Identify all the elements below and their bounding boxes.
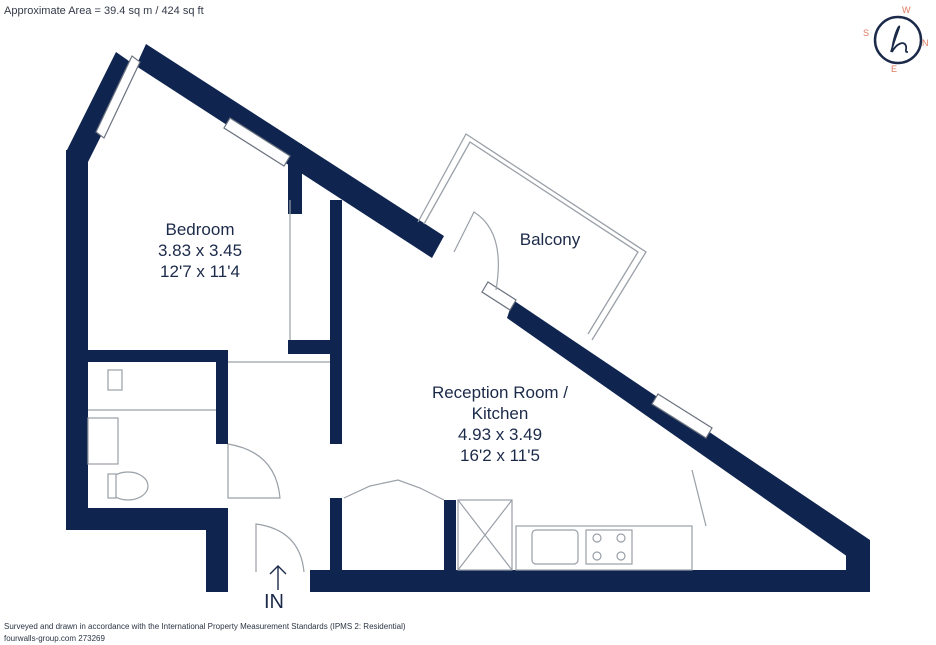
reception-imperial: 16'2 x 11'5 [460, 446, 540, 465]
balcony-door-swing [453, 211, 499, 291]
bedroom-label: Bedroom 3.83 x 3.45 12'7 x 11'4 [140, 219, 260, 282]
window-lower [651, 393, 713, 439]
basin [87, 417, 119, 465]
wall-bath-top [88, 350, 228, 362]
shower-head [107, 369, 123, 391]
company-reference: fourwalls-group.com 273269 [4, 634, 105, 643]
handwritten-h-logo-icon [890, 25, 909, 53]
compass-ring [873, 15, 923, 65]
window-left-corner [95, 55, 141, 139]
walls [66, 44, 870, 592]
bedroom-imperial: 12'7 x 11'4 [160, 262, 240, 281]
wall-left [66, 150, 88, 530]
wall-bottom-main [310, 570, 870, 592]
kitchen-units [457, 469, 707, 571]
doors [88, 200, 499, 573]
entrance-door-swing [255, 523, 305, 573]
wall-bottom-step [206, 508, 228, 592]
wall-kitchen-mid [444, 500, 456, 578]
wall-partition-b [288, 340, 334, 354]
bedroom-metric: 3.83 x 3.45 [157, 241, 243, 260]
compass [873, 15, 923, 65]
reception-metric: 4.93 x 3.49 [457, 425, 543, 444]
balcony-label: Balcony [500, 229, 600, 250]
wall-diagonal-lower [507, 300, 870, 564]
kitchen-folding-door [343, 479, 445, 501]
window-top [223, 117, 291, 167]
windows [95, 55, 713, 439]
window-balcony-door [481, 281, 517, 311]
compass-south: S [863, 28, 870, 38]
approximate-area: Approximate Area = 39.4 sq m / 424 sq ft [4, 5, 204, 17]
reception-name-line2: Kitchen [471, 404, 529, 423]
compass-east: E [891, 64, 898, 74]
compass-west: W [902, 5, 911, 15]
wall-right-stub [846, 540, 870, 592]
compass-north: N [922, 38, 929, 48]
entrance-label: IN [264, 591, 284, 613]
bathroom-fixtures [87, 369, 149, 501]
balcony-name: Balcony [519, 230, 581, 249]
wall-kitchen-left [330, 498, 342, 578]
wall-partition-a [330, 200, 342, 444]
wall-bedroom-right-stub [288, 144, 302, 214]
wall-bath-right [216, 350, 228, 444]
sink [531, 529, 579, 565]
wall-top-left-corner [66, 52, 136, 162]
hob [585, 529, 633, 565]
balcony [417, 133, 647, 341]
standards-note: Surveyed and drawn in accordance with th… [4, 622, 406, 631]
entrance-arrow-icon [269, 565, 287, 590]
bathroom-door-swing [227, 443, 281, 499]
wall-bottom-left [66, 508, 226, 530]
reception-label: Reception Room / Kitchen 4.93 x 3.49 16'… [410, 382, 590, 466]
reception-name-line1: Reception Room / [431, 383, 569, 402]
bedroom-name: Bedroom [165, 220, 235, 239]
